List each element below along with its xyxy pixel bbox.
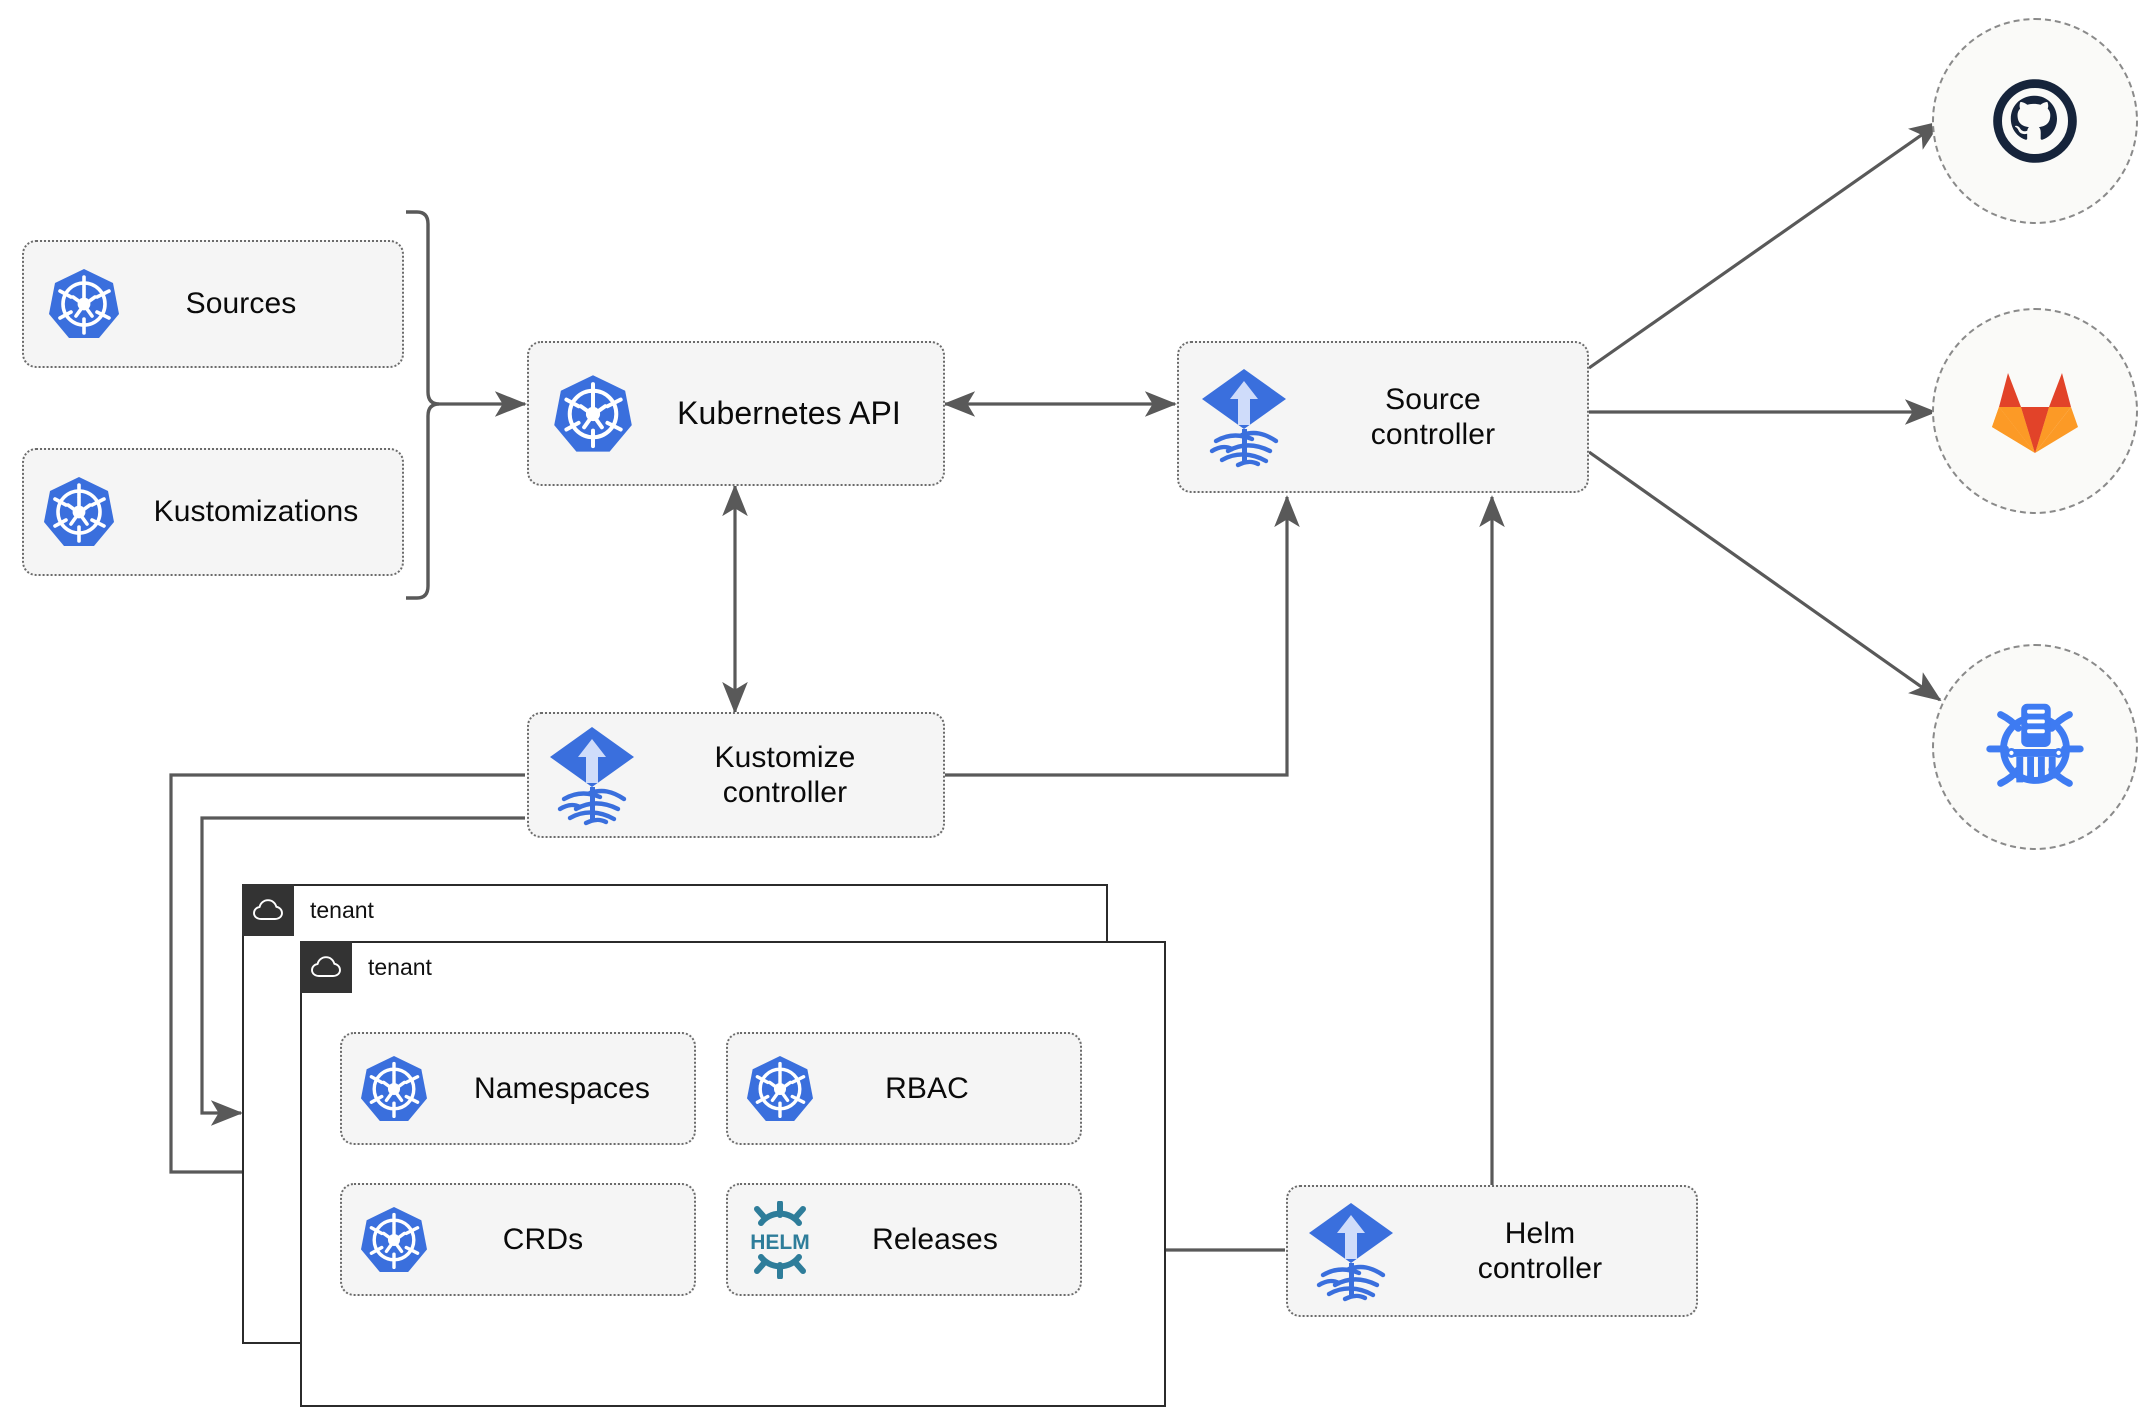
github-icon [1993, 79, 2077, 163]
cloud-icon [300, 941, 352, 993]
kubernetes-icon [728, 1054, 832, 1124]
gitlab-icon [1992, 373, 2078, 453]
endpoint-gitlab[interactable] [1932, 308, 2138, 514]
tenant-window-inner[interactable]: tenant [300, 941, 1166, 1407]
group-brace [406, 210, 440, 600]
tenant-titlebar: tenant [300, 941, 432, 993]
node-rbac[interactable]: RBAC [726, 1032, 1082, 1145]
node-label: Kustomizations [153, 495, 359, 529]
tenant-label: tenant [368, 953, 432, 980]
node-label: Releases [872, 1222, 998, 1256]
node-kustomizations[interactable]: Kustomizations [22, 448, 404, 576]
node-label: Sources [185, 287, 297, 321]
node-label: Kustomize controller [714, 740, 856, 809]
node-label: Source controller [1370, 382, 1496, 451]
node-kubernetes-api[interactable]: Kubernetes API [527, 341, 945, 486]
flux-icon [529, 723, 655, 827]
edge-kustomizectrl-sourcectrl [945, 495, 1300, 777]
flux-icon [1288, 1199, 1414, 1303]
flux-icon [1179, 365, 1309, 469]
kubernetes-icon [342, 1205, 446, 1275]
node-sources[interactable]: Sources [22, 240, 404, 368]
endpoint-harbor[interactable] [1932, 644, 2138, 850]
node-label: RBAC [885, 1071, 969, 1105]
tenant-titlebar: tenant [242, 884, 374, 936]
kubernetes-icon [342, 1054, 446, 1124]
node-label: Namespaces [473, 1071, 651, 1105]
edge-sourcectrl-github [1588, 120, 1942, 370]
node-namespaces[interactable]: Namespaces [340, 1032, 696, 1145]
node-label: CRDs [502, 1222, 584, 1256]
tenant-label: tenant [310, 896, 374, 923]
kubernetes-icon [24, 475, 134, 549]
endpoint-github[interactable] [1932, 18, 2138, 224]
node-label: Kubernetes API [677, 394, 901, 431]
node-source-controller[interactable]: Source controller [1177, 341, 1589, 493]
node-crds[interactable]: CRDs [340, 1183, 696, 1296]
cloud-icon [242, 884, 294, 936]
harbor-icon [1986, 703, 2084, 787]
node-releases[interactable]: HELM Releases [726, 1183, 1082, 1296]
helm-icon: HELM [728, 1200, 832, 1279]
svg-text:HELM: HELM [750, 1231, 810, 1254]
node-helm-controller[interactable]: Helm controller [1286, 1185, 1698, 1317]
edge-kustomizectrl-tenant-outer [169, 773, 525, 1185]
node-kustomize-controller[interactable]: Kustomize controller [527, 712, 945, 838]
node-label: Helm controller [1477, 1216, 1603, 1285]
kubernetes-icon [24, 267, 144, 341]
edge-kustomizectrl-tenant-inner [200, 816, 525, 1126]
kubernetes-icon [529, 373, 657, 455]
edge-sourcectrl-harbor [1588, 450, 1942, 702]
